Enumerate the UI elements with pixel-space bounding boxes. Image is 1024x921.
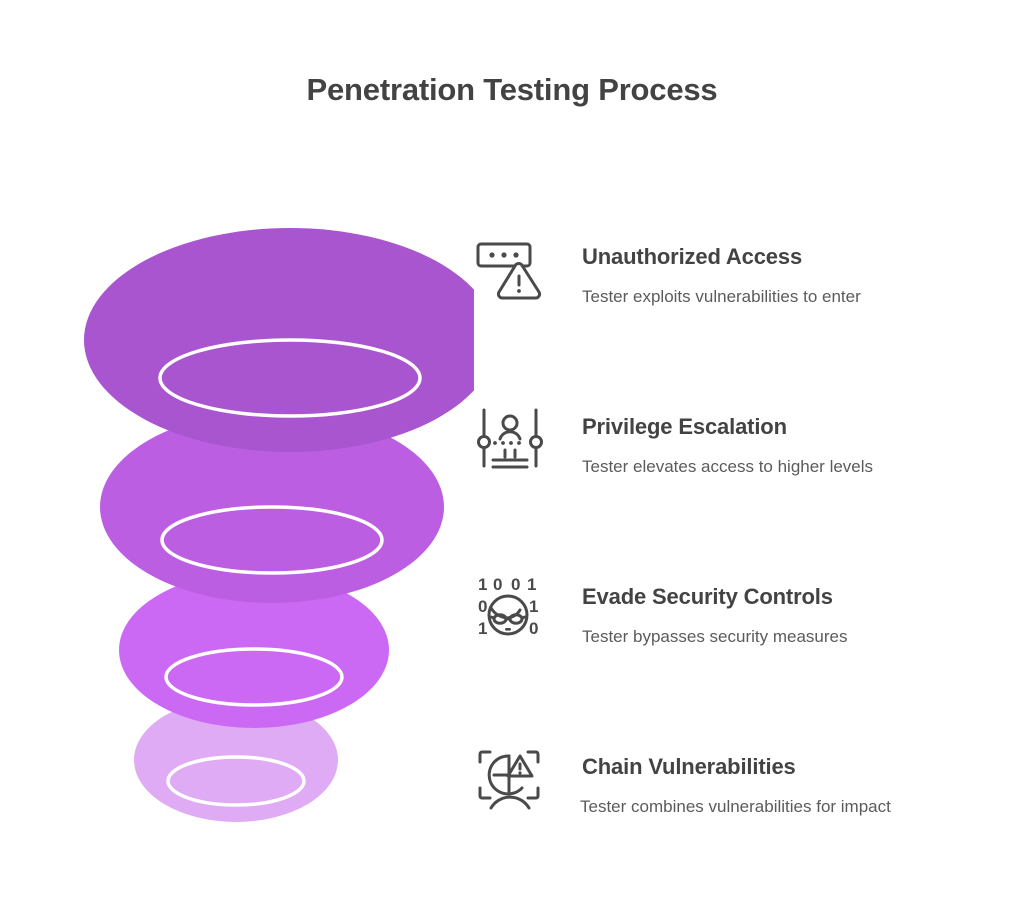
- step-title: Unauthorized Access: [582, 244, 803, 269]
- binary-masked-face-icon: 1 0 0 1 0 1 1 0: [475, 574, 545, 644]
- step-row: 1 0 0 1 0 1 1 0: [470, 568, 1015, 738]
- svg-text:0: 0: [511, 575, 520, 594]
- step-description: Tester exploits vulnerabilities to enter: [582, 287, 861, 307]
- svg-text:1: 1: [529, 597, 538, 616]
- step-text: Chain Vulnerabilities Tester combines vu…: [580, 754, 1012, 818]
- scan-target-warning-icon: [475, 744, 545, 814]
- step-description: Tester elevates access to higher levels: [582, 457, 874, 477]
- funnel-layer-4: [134, 698, 338, 822]
- svg-text:1: 1: [478, 619, 487, 638]
- svg-text:0: 0: [478, 597, 487, 616]
- step-row: Chain Vulnerabilities Tester combines vu…: [470, 738, 1015, 908]
- svg-text:1: 1: [478, 575, 487, 594]
- steps-list: Unauthorized Access Tester exploits vuln…: [470, 228, 1015, 908]
- step-text: Privilege Escalation Tester elevates acc…: [582, 414, 1012, 478]
- svg-text:0: 0: [493, 575, 502, 594]
- step-description: Tester combines vulnerabilities for impa…: [580, 797, 891, 817]
- funnel-layer-1: [84, 228, 474, 452]
- step-title: Privilege Escalation: [582, 414, 787, 439]
- step-text: Evade Security Controls Tester bypasses …: [582, 584, 1012, 648]
- password-warning-icon: [475, 234, 545, 304]
- step-row: Privilege Escalation Tester elevates acc…: [470, 398, 1015, 568]
- step-title: Evade Security Controls: [582, 584, 833, 609]
- funnel-diagram: [14, 215, 474, 845]
- funnel-layer-2: [100, 411, 444, 603]
- step-text: Unauthorized Access Tester exploits vuln…: [582, 244, 1012, 308]
- svg-text:1: 1: [527, 575, 536, 594]
- svg-text:0: 0: [529, 619, 538, 638]
- step-description: Tester bypasses security measures: [582, 627, 848, 647]
- step-row: Unauthorized Access Tester exploits vuln…: [470, 228, 1015, 398]
- funnel-layer-3: [119, 572, 389, 728]
- privilege-ladder-icon: [475, 404, 545, 474]
- step-title: Chain Vulnerabilities: [582, 754, 796, 779]
- page-title: Penetration Testing Process: [306, 72, 718, 107]
